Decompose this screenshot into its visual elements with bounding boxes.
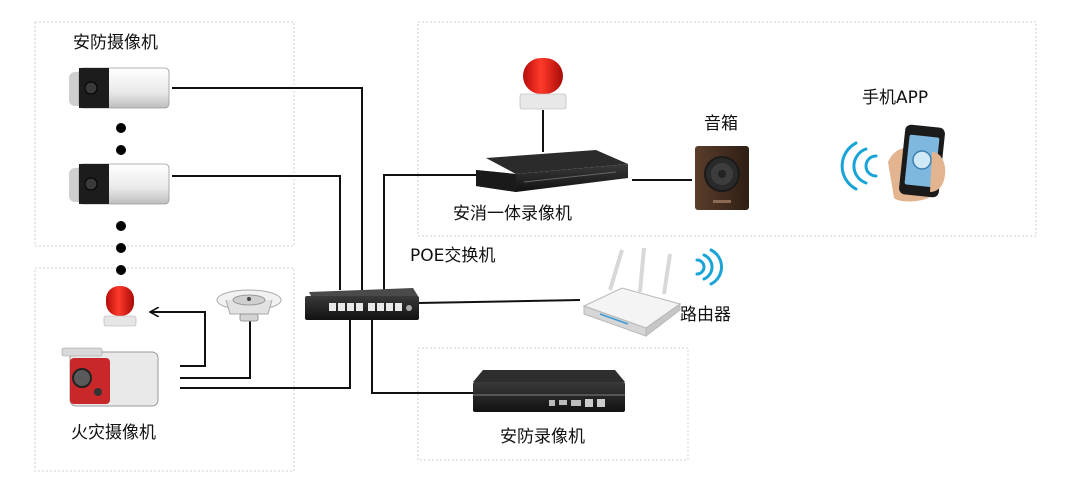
fire-camera-icon <box>61 347 159 407</box>
group-security-cameras <box>34 21 295 247</box>
label-router: 路由器 <box>680 305 731 325</box>
line-fire-camera-alarm-arrow <box>150 312 206 367</box>
label-speaker: 音箱 <box>704 114 738 134</box>
label-integrated-nvr: 安消一体录像机 <box>453 204 572 224</box>
wifi-waves-icon <box>695 248 724 286</box>
line-switch-router <box>417 299 581 304</box>
bullet-camera-icon <box>69 163 170 205</box>
router-icon <box>582 247 682 338</box>
connection-lines <box>150 87 692 394</box>
wifi-waves-icon <box>840 141 878 191</box>
label-mobile-app: 手机APP <box>862 88 929 108</box>
nvr-icon <box>473 370 625 412</box>
line-camera1-switch <box>172 87 363 290</box>
ellipsis-dot <box>116 265 126 275</box>
group-fire-camera <box>34 267 295 472</box>
line-smoke-detector-fire-camera <box>180 320 251 379</box>
label-security-nvr: 安防录像机 <box>500 427 585 447</box>
ellipsis-dot <box>116 123 126 133</box>
line-switch-security-nvr <box>371 318 473 394</box>
nvr-icon <box>476 150 628 192</box>
label-security-cameras: 安防摄像机 <box>73 33 158 53</box>
line-fire-camera-switch <box>180 318 351 389</box>
line-camera2-switch <box>172 175 341 290</box>
strobe-alarm-icon <box>519 58 567 110</box>
line-integrated-nvr-switch <box>383 174 476 290</box>
speaker-icon <box>695 146 749 210</box>
smoke-detector-icon <box>216 289 282 322</box>
strobe-alarm-icon <box>103 286 137 327</box>
group-security-nvr <box>417 347 689 461</box>
label-fire-camera: 火灾摄像机 <box>71 423 156 443</box>
ellipsis-dot <box>116 243 126 253</box>
group-integrated-nvr <box>417 21 1037 237</box>
poe-switch-icon <box>305 288 419 320</box>
smartphone-icon <box>888 124 946 202</box>
ellipsis-dot <box>116 221 126 231</box>
label-poe-switch: POE交换机 <box>410 246 496 266</box>
bullet-camera-icon <box>69 67 170 109</box>
ellipsis-dot <box>116 145 126 155</box>
